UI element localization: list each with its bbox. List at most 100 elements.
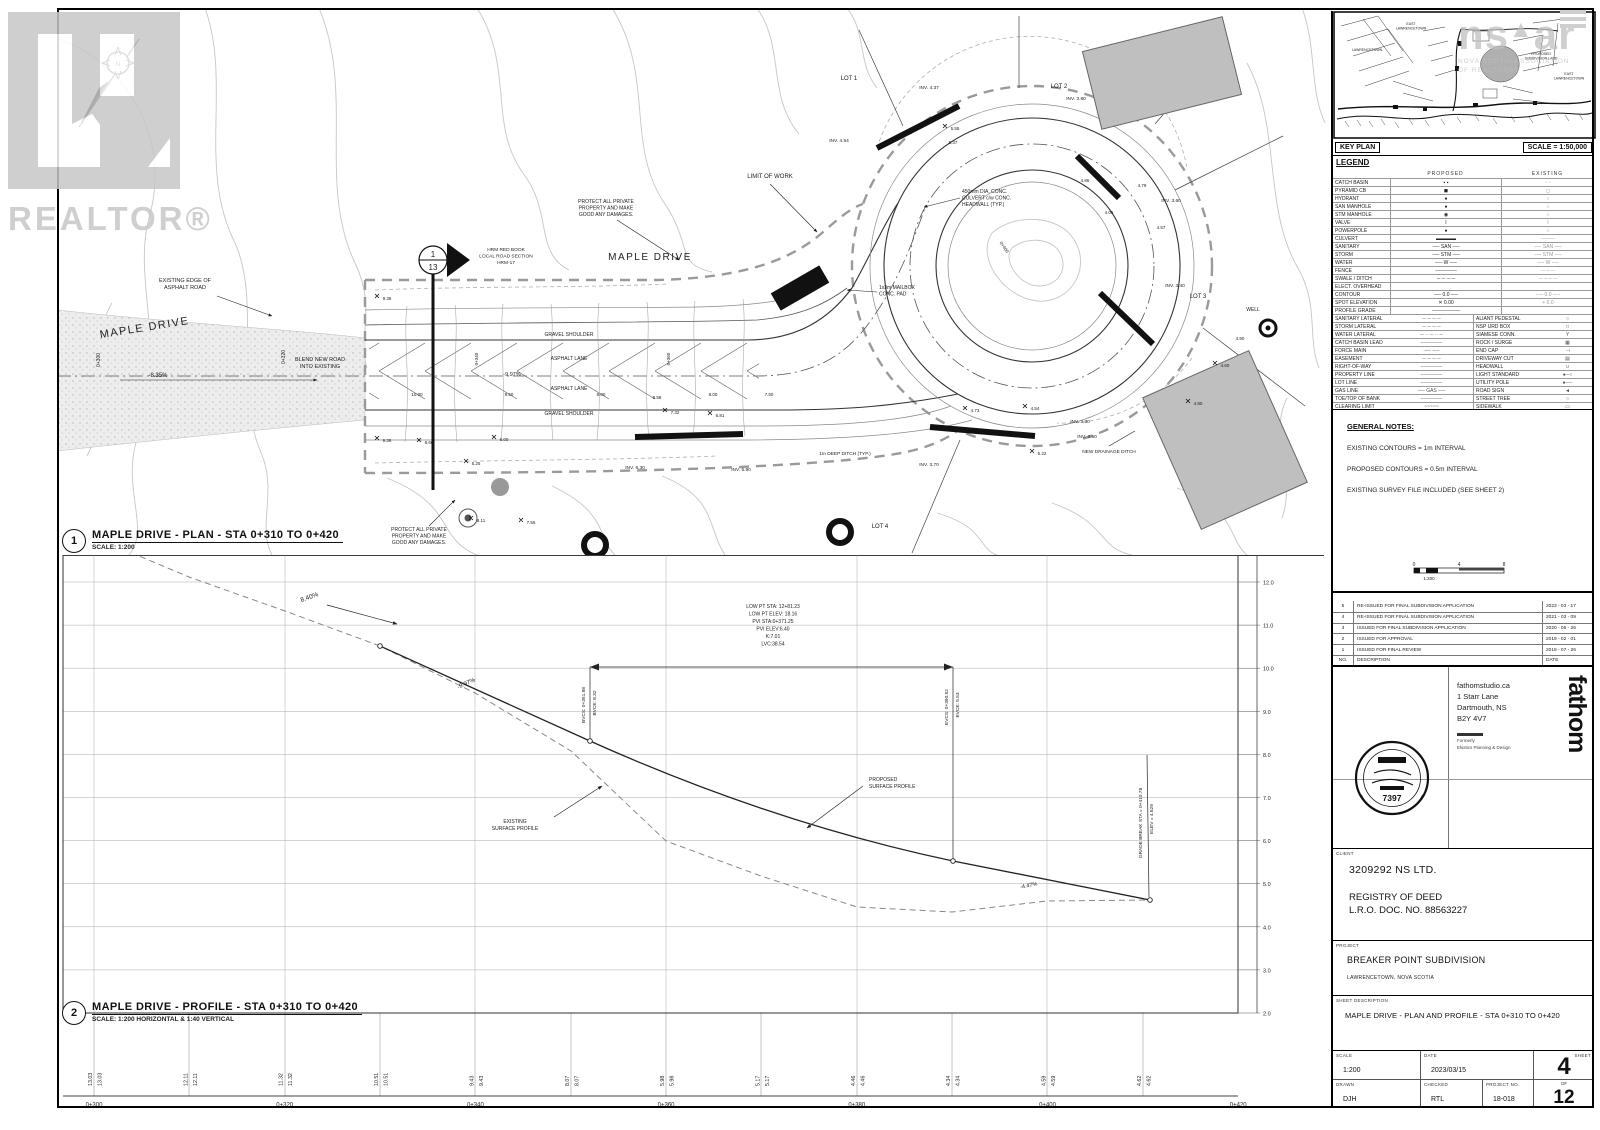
revision-date: 2018 - 07 - 26 bbox=[1542, 645, 1594, 655]
mailbox-pad bbox=[770, 265, 830, 311]
plan-label: INV. 3.70 bbox=[919, 462, 939, 468]
legend-item-label: SWALE / DITCH bbox=[1335, 275, 1372, 282]
revision-header-row: NO. DESCRIPTION DATE bbox=[1333, 654, 1594, 666]
profile-label: PVI STA:0+371.25 bbox=[752, 619, 793, 625]
svg-text:8: 8 bbox=[1502, 562, 1505, 568]
plan-label: 8.60 bbox=[425, 440, 434, 445]
plan-label: PROPERTY AND MAKE bbox=[392, 534, 447, 540]
legend-item-label: SIAMESE CONN. bbox=[1473, 331, 1541, 338]
building-lot2 bbox=[1081, 16, 1243, 130]
legend-row: POWERPOLE●○ bbox=[1333, 226, 1594, 234]
plan-label: 13 bbox=[429, 263, 438, 272]
plan-label: LIMIT OF WORK bbox=[747, 174, 793, 180]
legend-item-label: NSP URD BOX bbox=[1473, 323, 1541, 330]
legend-item-symbol: ─ ─ ─ ─ bbox=[1422, 323, 1441, 330]
revision-date-header: DATE bbox=[1542, 655, 1594, 666]
profile-label: EVCE: 5.53 bbox=[955, 692, 961, 717]
legend-item-symbol: Y bbox=[1565, 331, 1570, 338]
profile-label: ELEV = 4.629 bbox=[1149, 804, 1155, 834]
legend-item-label: GAS LINE bbox=[1335, 387, 1359, 394]
plan-label: INV. 5.90 bbox=[731, 467, 751, 473]
legend-existing-symbol: ─ ─ ─ bbox=[1501, 267, 1594, 274]
legend-proposed-symbol: I bbox=[1390, 219, 1501, 226]
plan-label: ASPHALT LANE bbox=[551, 356, 588, 362]
road-cross-contours bbox=[404, 298, 746, 443]
legend-item-label: SPOT ELEVATION bbox=[1335, 299, 1378, 306]
profile-elevation-value: 11.32 bbox=[279, 1073, 285, 1086]
legend-item-label: CULVERT bbox=[1335, 235, 1358, 242]
legend-existing-symbol: ── 0.0 ── bbox=[1501, 291, 1594, 298]
checked-value: RTL bbox=[1431, 1096, 1445, 1103]
legend-item-symbol: ─ ·· ─ ·· ─ bbox=[1420, 331, 1443, 338]
legend-existing-symbol: ▫ ▫ bbox=[1501, 179, 1594, 186]
legend-row: PYRAMID CB◼◻ bbox=[1333, 186, 1594, 194]
legend-item-label: CONTOUR bbox=[1335, 291, 1361, 298]
legend-item-symbol: ○ bbox=[1565, 315, 1570, 322]
plan-label: ASPHALT LANE bbox=[551, 386, 588, 392]
plan-label: 4.80 bbox=[1194, 401, 1203, 406]
plan-label: HRM-17 bbox=[497, 260, 515, 266]
sheet-total: 12 bbox=[1553, 1087, 1575, 1108]
profile-yaxis-label: 6.0 bbox=[1263, 839, 1271, 845]
legend-row: STORM── STM ──── STM ── bbox=[1333, 250, 1594, 258]
title-block-bottom: SCALE 1:200 DATE 2023/03/15 SHEET 4 DRAW… bbox=[1333, 1050, 1594, 1108]
legend-proposed-symbol: ● bbox=[1390, 203, 1501, 210]
plan-label: GRAVEL SHOULDER bbox=[545, 411, 594, 417]
legend-item-label: STREET TREE bbox=[1473, 395, 1541, 402]
profile-elevation-value: 9.43 bbox=[469, 1076, 475, 1086]
revision-date: 2019 - 02 - 01 bbox=[1542, 634, 1594, 645]
revision-number: 4 bbox=[1341, 615, 1345, 621]
svg-text:7397: 7397 bbox=[1383, 793, 1402, 803]
general-note: PROPOSED CONTOURS = 0.5m INTERVAL bbox=[1347, 466, 1478, 473]
plan-label: INV. 6.30 bbox=[625, 465, 645, 471]
legend-item-label: SANITARY LATERAL bbox=[1335, 315, 1383, 322]
legend-item-label: HEADWALL bbox=[1473, 363, 1541, 370]
profile-elevation-value: 12.11 bbox=[183, 1073, 189, 1086]
legend-proposed-symbol: ── SAN ── bbox=[1390, 243, 1501, 250]
legend-row: GAS LINE── GAS ──ROAD SIGN◄ bbox=[1333, 386, 1594, 394]
profile-elevation-value: 12.11 bbox=[193, 1073, 199, 1086]
legend-item-label: CATCH BASIN LEAD bbox=[1335, 339, 1383, 346]
culvert-bars bbox=[634, 103, 1156, 440]
profile-label: K:7.01 bbox=[766, 634, 781, 640]
plan-label: PROTECT ALL PRIVATE bbox=[578, 199, 634, 205]
legend-row: SPOT ELEVATION✕ 0.00+ 0.0 bbox=[1333, 298, 1594, 306]
plan-label: 0+320 bbox=[281, 350, 287, 364]
plan-label: 9.36 bbox=[383, 296, 392, 301]
profile-station-label: 0+300 bbox=[86, 1103, 104, 1109]
keyplan-label: PROPOSED bbox=[1531, 52, 1551, 56]
key-plan-label: KEY PLAN bbox=[1335, 142, 1381, 153]
plan-label: PROTECT ALL PRIVATE bbox=[391, 527, 447, 533]
plan-label: NEW DRAINAGE DITCH bbox=[1082, 449, 1136, 455]
legend-item-symbol: ▭ bbox=[1565, 403, 1570, 410]
profile-label: BVCS: 0+351.98 bbox=[581, 687, 587, 723]
legend-proposed-symbol: ── W ── bbox=[1390, 259, 1501, 266]
legend-item-label: TOE/TOP OF BANK bbox=[1335, 395, 1381, 402]
legend-proposed-symbol: ◼ bbox=[1390, 187, 1501, 194]
keyplan-label: LAWRENCETOWN bbox=[1396, 27, 1427, 31]
sheet-description: MAPLE DRIVE - PLAN AND PROFILE - STA 0+3… bbox=[1345, 1011, 1560, 1020]
profile-station-label: 0+420 bbox=[1230, 1103, 1248, 1109]
legend-row: SAN MANHOLE●○ bbox=[1333, 202, 1594, 210]
clearing-limit bbox=[363, 84, 1214, 475]
drawn-value: DJH bbox=[1343, 1096, 1357, 1103]
legend-rows: CATCH BASIN▪ ▪▫ ▫PYRAMID CB◼◻HYDRANT●○SA… bbox=[1333, 178, 1594, 410]
legend-item-label: ROAD SIGN bbox=[1473, 387, 1541, 394]
plan-label: 8.00 bbox=[709, 392, 718, 397]
profile-elevation-value: 13.03 bbox=[98, 1073, 104, 1086]
keyplan-label: EAST bbox=[1564, 72, 1574, 76]
vertical-curve-annotations bbox=[326, 604, 1150, 898]
plan-label: 8.11 bbox=[477, 518, 486, 523]
revision-number: 2 bbox=[1341, 636, 1345, 642]
profile-yaxis-label: 4.0 bbox=[1263, 925, 1271, 931]
legend-item-symbol: ────── bbox=[1420, 395, 1443, 402]
plan-label: INV. 3.80 bbox=[1066, 96, 1086, 102]
plan-label: 1m DEEP DITCH (TYP.) bbox=[819, 451, 871, 457]
legend-column-headers: PROPOSED EXISTING bbox=[1333, 169, 1594, 178]
legend-proposed-symbol: ──────── bbox=[1390, 307, 1501, 314]
